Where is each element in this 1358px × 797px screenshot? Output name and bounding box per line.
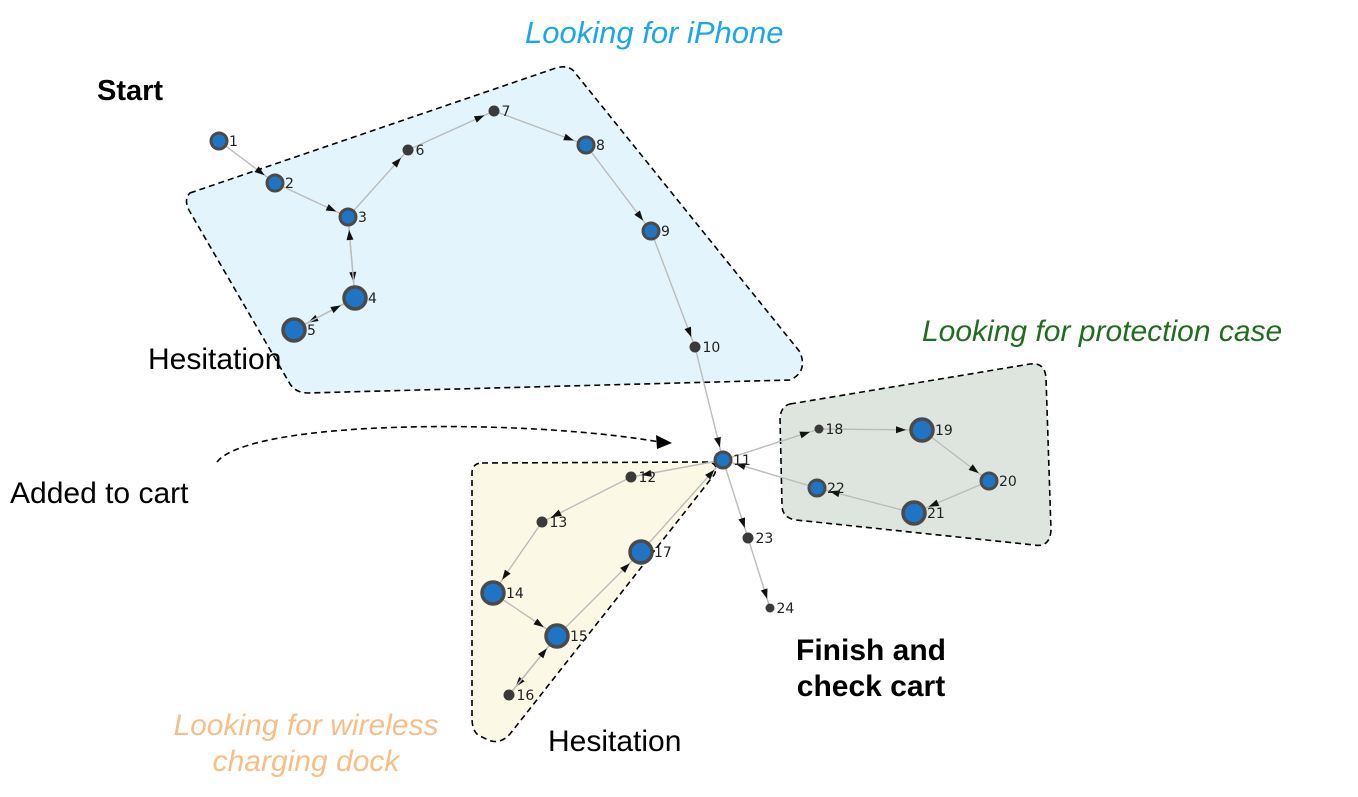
node-label-6: 6 <box>416 143 425 159</box>
edge-arrow-5-4 <box>330 305 341 314</box>
node-13 <box>536 516 548 528</box>
start-label: Start <box>97 75 164 107</box>
edge-arrow-15-17 <box>620 563 630 573</box>
edge-14-15 <box>492 592 558 637</box>
edge-arrow-14-15 <box>533 618 544 628</box>
node-label-14: 14 <box>506 586 524 602</box>
node-label-9: 9 <box>661 224 670 240</box>
node-label-5: 5 <box>307 323 316 339</box>
node-19 <box>909 417 935 443</box>
looking-for-case-label: Looking for protection case <box>922 315 1283 348</box>
node-2 <box>265 173 285 193</box>
edge-arrow-7-8 <box>563 133 574 141</box>
dock-region <box>471 461 717 743</box>
node-label-10: 10 <box>703 340 721 356</box>
node-9 <box>641 221 661 241</box>
edge-arrow-2-3 <box>325 204 337 212</box>
node-label-20: 20 <box>999 474 1017 490</box>
node-12 <box>625 471 637 483</box>
node-label-11: 11 <box>733 453 751 469</box>
finish-check-cart-label: Finish and check cart <box>796 634 946 703</box>
edge-arrow-23-24 <box>760 588 768 599</box>
node-7 <box>488 105 500 117</box>
edge-arrow-3-6 <box>391 157 401 168</box>
node-label-18: 18 <box>826 422 844 438</box>
edge-13-14 <box>492 521 543 594</box>
node-label-24: 24 <box>777 601 795 617</box>
node-label-1: 1 <box>229 134 238 150</box>
edge-arrow-10-11 <box>714 436 721 448</box>
edge-20-21 <box>913 480 990 514</box>
node-label-2: 2 <box>285 176 294 192</box>
node-3 <box>338 207 358 227</box>
edge-arrow-6-7 <box>473 115 485 123</box>
edge-arrow-13-14 <box>502 569 511 580</box>
node-label-21: 21 <box>927 506 945 522</box>
node-21 <box>901 500 927 526</box>
node-label-17: 17 <box>654 545 672 561</box>
node-14 <box>480 580 506 606</box>
edge-arrow-22-11 <box>735 463 747 470</box>
edge-arrow-11-18 <box>799 431 810 439</box>
node-6 <box>402 144 414 156</box>
node-label-19: 19 <box>935 423 953 439</box>
node-23 <box>742 532 754 544</box>
hesitation-top-label: Hesitation <box>148 343 282 376</box>
node-label-7: 7 <box>502 104 511 120</box>
node-label-15: 15 <box>570 629 588 645</box>
node-label-3: 3 <box>358 210 367 226</box>
edge-9-10 <box>650 230 696 348</box>
case-region <box>779 362 1052 547</box>
edge-1-2 <box>218 140 276 184</box>
edge-arrow-12-13 <box>551 509 562 518</box>
edge-arrow-11-12 <box>641 469 652 477</box>
node-1 <box>209 131 229 151</box>
edge-arrow-19-20 <box>968 464 979 474</box>
added-to-cart-label: Added to cart <box>10 477 189 510</box>
node-label-16: 16 <box>517 688 535 704</box>
node-label-4: 4 <box>368 291 377 307</box>
node-16 <box>503 689 515 701</box>
added-to-cart-arrowhead <box>656 435 672 449</box>
hesitation-bottom-label: Hesitation <box>548 725 682 758</box>
node-5 <box>281 317 307 343</box>
edge-arrow-18-19 <box>895 426 907 434</box>
edge-arrow-16-15 <box>537 648 547 659</box>
node-4 <box>342 285 368 311</box>
added-to-cart-arrow <box>216 425 661 463</box>
node-8 <box>576 135 596 155</box>
edge-arrow-8-9 <box>634 210 644 221</box>
node-22 <box>807 478 827 498</box>
node-label-22: 22 <box>827 481 845 497</box>
node-10 <box>689 341 701 353</box>
edge-arrow-4-3 <box>346 229 354 241</box>
edge-arrow-1-2 <box>254 166 265 176</box>
node-17 <box>628 539 654 565</box>
node-24 <box>765 603 775 613</box>
looking-for-iphone-label: Looking for iPhone <box>525 15 784 50</box>
edge-arrow-20-21 <box>928 499 940 507</box>
edge-arrow-9-10 <box>684 326 692 338</box>
node-20 <box>979 471 999 491</box>
node-11 <box>713 450 733 470</box>
node-label-12: 12 <box>639 470 657 486</box>
node-18 <box>814 424 824 434</box>
node-label-23: 23 <box>756 531 774 547</box>
iphone-region <box>185 66 804 394</box>
looking-for-dock-label: Looking for wireless charging dock <box>173 709 439 778</box>
node-label-8: 8 <box>596 138 605 154</box>
edge-arrow-11-23 <box>738 517 746 529</box>
edge-arrow-17-11 <box>705 469 715 480</box>
edge-arrow-21-22 <box>829 490 841 498</box>
node-15 <box>544 623 570 649</box>
node-label-13: 13 <box>550 515 568 531</box>
